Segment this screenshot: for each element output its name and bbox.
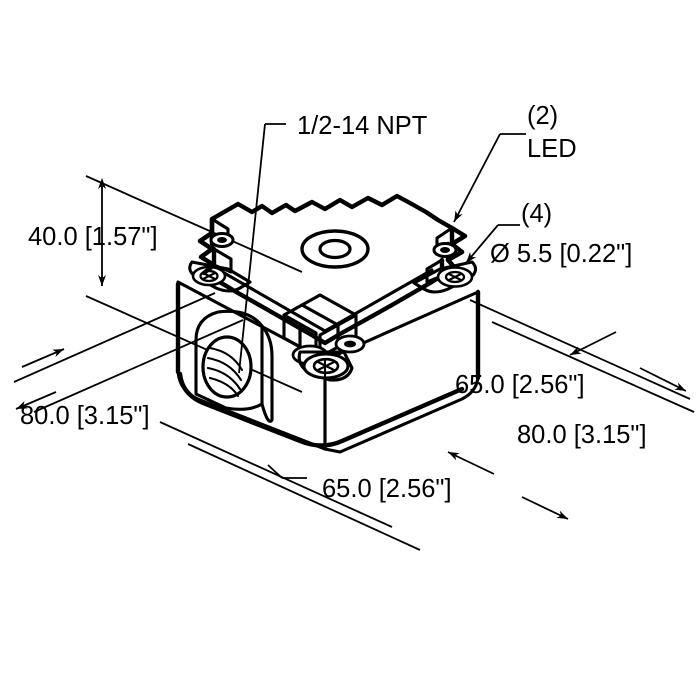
dimension-label-width-left: 80.0 [3.15"] [20,402,150,430]
dimension-width-80-left [13,292,244,413]
port-opening [201,335,253,399]
extension-line-a [13,292,216,383]
callout-label-npt: 1/2-14 NPT [297,112,427,140]
leader-tail [267,464,283,479]
dim-arrow [569,331,617,356]
terminal-top-faces [282,293,358,327]
callout-qty-mounting-hole: (4) [521,200,552,228]
ear-plate [297,350,354,382]
dim-arrow-lower [15,391,57,410]
dim-arrow-upper [447,451,495,475]
conduit-port-boss [194,309,274,423]
dimension-label-width-right: 80.0 [3.15"] [517,421,647,449]
extension-line-top [85,175,303,273]
dimension-label-height: 40.0 [1.57"] [28,223,158,251]
callout-qty-led: (2) [527,102,558,130]
dimension-height-40 [85,175,303,393]
body-bottom-edge [177,371,465,448]
mounting-ear-left-rear [188,260,252,293]
leader-line [453,133,501,223]
mounting-ear-right-rear [412,260,478,294]
leader-line [238,123,266,374]
boss-outer-profile [194,309,264,411]
sensing-face-target [300,229,370,269]
notch-face-lower [212,247,233,274]
sensor-body [175,193,481,454]
extension-line-b [187,443,421,551]
ear-plate [188,260,252,293]
extension-line-b [491,321,695,413]
target-inner-ring [318,238,352,260]
leader-line [465,224,499,264]
leader-led [453,133,526,223]
dimension-mount-65-right [469,299,691,400]
leader-mounting-hole [465,224,520,264]
ear-plate [412,260,478,294]
dimension-mount-65-bottom [159,421,569,551]
terminal-boss-hole [344,340,356,348]
boss-side [260,324,274,423]
dimension-label-mount-right: 65.0 [2.56"] [455,371,585,399]
dim-arrow-upper [21,348,65,368]
clip-left-rear [197,216,235,276]
dim-arrow-lower [521,496,569,520]
screw-cross-slot [447,272,463,282]
leader-npt [238,123,286,374]
led-lens-right [440,247,450,253]
extension-line-b [33,319,244,413]
callout-label-mounting-hole: Ø 5.5 [0.22"] [490,240,632,268]
dimension-width-80-right [491,321,695,413]
dim-arrow [639,367,687,392]
extension-line-a [159,421,393,528]
led-lens-left [217,237,227,243]
extension-line-bottom [85,295,303,393]
callout-label-led: LED [527,135,577,163]
dimension-label-mount-bottom: 65.0 [2.56"] [322,475,452,503]
